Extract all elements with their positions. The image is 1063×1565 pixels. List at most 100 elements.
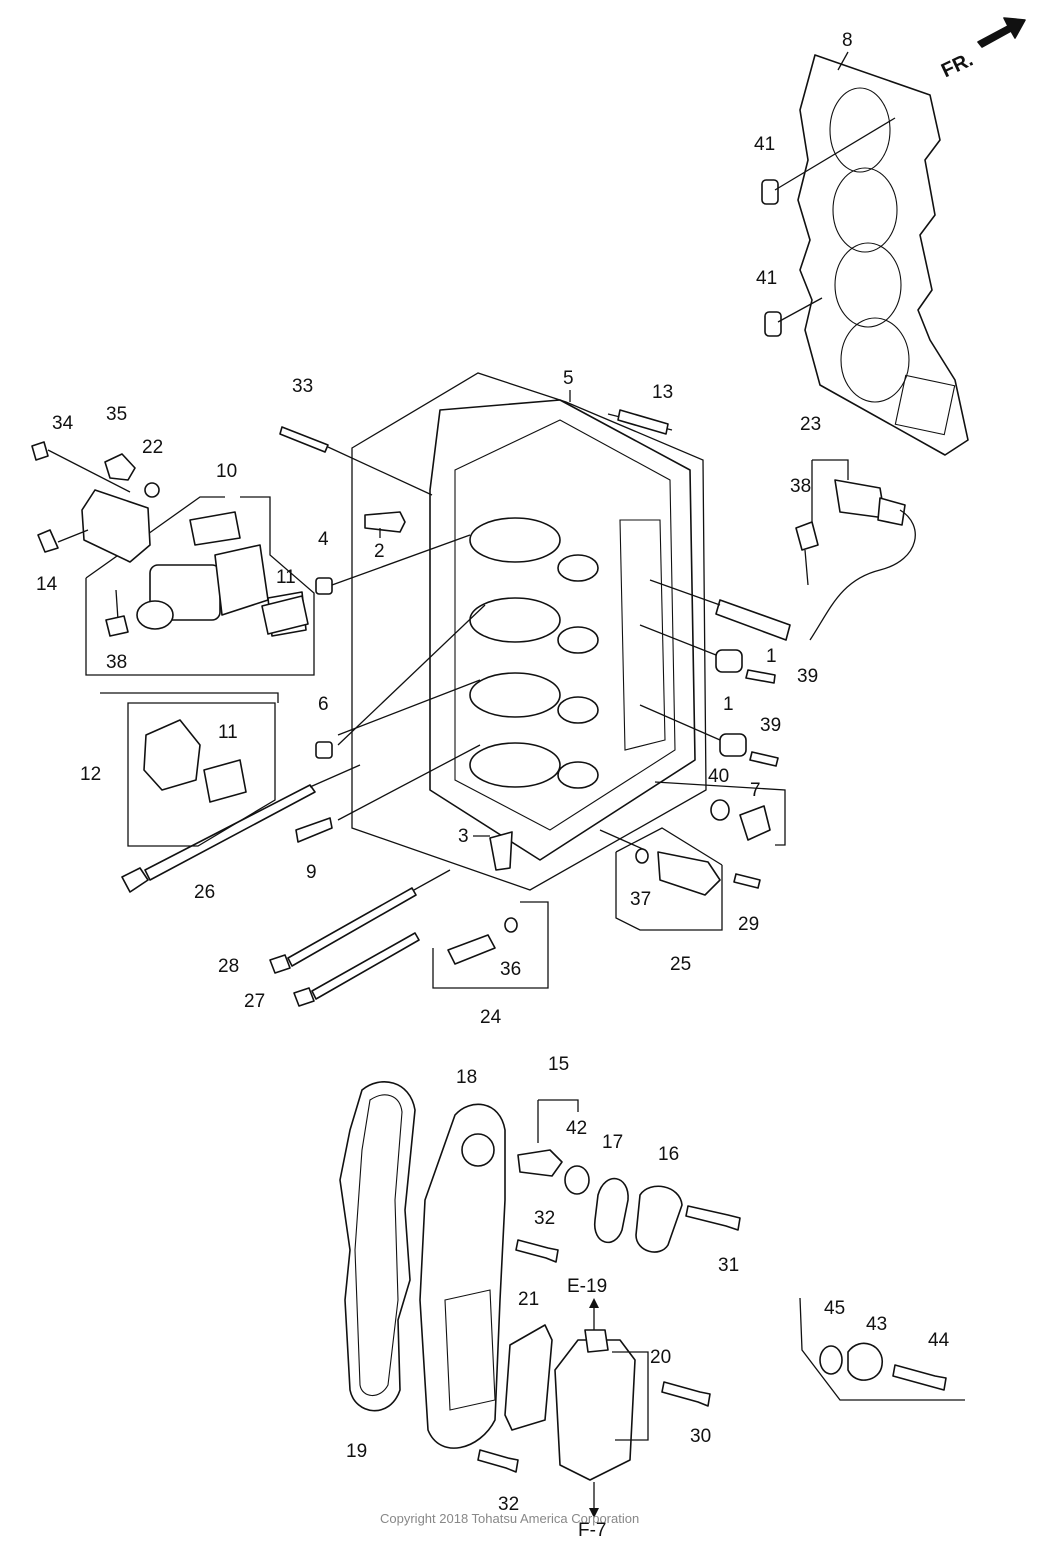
label-part-10: 10 <box>216 461 237 482</box>
washer-22 <box>144 482 160 498</box>
label-part-18: 18 <box>456 1067 477 1088</box>
ref-f7: F-7 <box>578 1520 607 1541</box>
label-part-40: 40 <box>708 766 729 787</box>
pin-2 <box>364 511 406 533</box>
label-part-23: 23 <box>800 414 821 435</box>
temperature-sensor-24 <box>432 901 549 989</box>
label-part-39-lower: 39 <box>760 715 781 736</box>
bolt-28 <box>269 869 451 974</box>
bolt-27 <box>293 932 420 1007</box>
label-part-25: 25 <box>670 954 691 975</box>
label-part-20: 20 <box>650 1347 671 1368</box>
grommet-1-upper <box>639 624 743 673</box>
long-bolt-26 <box>121 764 361 893</box>
label-part-32-lower: 32 <box>498 1494 519 1515</box>
label-part-19: 19 <box>346 1441 367 1462</box>
bolt-32-upper <box>515 1239 559 1263</box>
label-part-41-upper: 41 <box>754 134 775 155</box>
label-part-22: 22 <box>142 437 163 458</box>
stud-bolt-33 <box>279 426 433 496</box>
label-part-42: 42 <box>566 1118 587 1139</box>
label-part-1-lower: 1 <box>723 694 734 715</box>
label-part-31: 31 <box>718 1255 739 1276</box>
label-part-11-upper: 11 <box>276 567 296 588</box>
bolt-30 <box>661 1381 711 1407</box>
leader-bracket-7 <box>654 781 786 846</box>
label-part-15: 15 <box>548 1054 569 1075</box>
label-part-24: 24 <box>480 1007 502 1028</box>
label-part-28: 28 <box>218 956 239 977</box>
label-part-12: 12 <box>80 764 101 785</box>
bolt-34 <box>31 441 131 493</box>
bolt-31 <box>685 1205 741 1231</box>
ecu-module-20 <box>554 1329 649 1481</box>
label-part-2: 2 <box>374 541 385 562</box>
plug-6 <box>315 604 486 759</box>
cylinder-head-5 <box>351 372 707 891</box>
valve-assembly-12 <box>100 692 279 847</box>
clip-38-left <box>105 589 129 637</box>
head-gasket-8 <box>797 54 969 456</box>
reference-arrow-up <box>589 1298 599 1330</box>
leader-lines <box>379 51 849 837</box>
label-part-16: 16 <box>658 1144 679 1165</box>
plug-4 <box>315 534 471 595</box>
label-part-6: 6 <box>318 694 329 715</box>
label-part-30: 30 <box>690 1426 711 1447</box>
gasket-19 <box>339 1081 416 1412</box>
label-part-14: 14 <box>36 574 58 595</box>
o-ring-42 <box>564 1165 590 1195</box>
reference-arrow-down <box>589 1482 599 1518</box>
thermostat-assembly-15 <box>517 1099 579 1177</box>
label-part-21: 21 <box>518 1289 539 1310</box>
label-part-26: 26 <box>194 882 215 903</box>
pin-3 <box>489 831 513 871</box>
label-part-45: 45 <box>824 1298 845 1319</box>
label-part-37: 37 <box>630 889 651 910</box>
label-part-8: 8 <box>842 30 853 51</box>
grommet-1-lower <box>639 704 747 757</box>
label-part-44: 44 <box>928 1330 950 1351</box>
label-part-39-upper: 39 <box>797 666 818 687</box>
clip-38-right <box>795 521 819 586</box>
front-direction-indicator: FR. <box>938 17 1026 83</box>
label-part-33: 33 <box>292 376 313 397</box>
front-label: FR. <box>938 49 976 83</box>
washer-40 <box>710 799 730 821</box>
bracket-assembly-34 <box>81 489 151 563</box>
clamp-35 <box>104 453 136 481</box>
label-part-34: 34 <box>52 413 74 434</box>
label-part-17: 17 <box>602 1132 623 1153</box>
label-part-38-right: 38 <box>790 476 811 497</box>
exhaust-cover-18 <box>419 1103 506 1449</box>
sensor-assembly-25 <box>599 827 761 931</box>
label-part-9: 9 <box>306 862 317 883</box>
label-part-4: 4 <box>318 529 329 550</box>
label-part-38-left: 38 <box>106 652 127 673</box>
bolt-32-lower <box>477 1449 519 1473</box>
ref-e19: E-19 <box>567 1276 607 1297</box>
arrow-up-icon <box>589 1298 599 1308</box>
gasket-21 <box>504 1324 553 1431</box>
label-part-13: 13 <box>652 382 673 403</box>
label-part-32-upper: 32 <box>534 1208 555 1229</box>
label-part-27: 27 <box>244 991 265 1012</box>
wire-harness-23 <box>649 459 916 641</box>
bolt-39-lower <box>749 751 779 767</box>
part-number-labels: 8 41 41 23 38 33 5 13 34 35 22 10 14 11 … <box>36 30 950 1541</box>
label-part-7: 7 <box>750 780 761 801</box>
bolt-13 <box>607 409 673 435</box>
label-part-41-lower: 41 <box>756 268 777 289</box>
plug-7 <box>739 805 771 841</box>
label-part-43: 43 <box>866 1314 887 1335</box>
copyright-notice: Copyright 2018 Tohatsu America Corporati… <box>380 1511 639 1526</box>
dowel-pin-41-upper <box>761 117 896 205</box>
label-part-36: 36 <box>500 959 521 980</box>
arrow-down-icon <box>589 1508 599 1518</box>
label-part-1-upper: 1 <box>766 646 777 667</box>
label-part-29: 29 <box>738 914 759 935</box>
cap-assembly-43 <box>799 1297 965 1401</box>
spring-9 <box>295 744 481 843</box>
